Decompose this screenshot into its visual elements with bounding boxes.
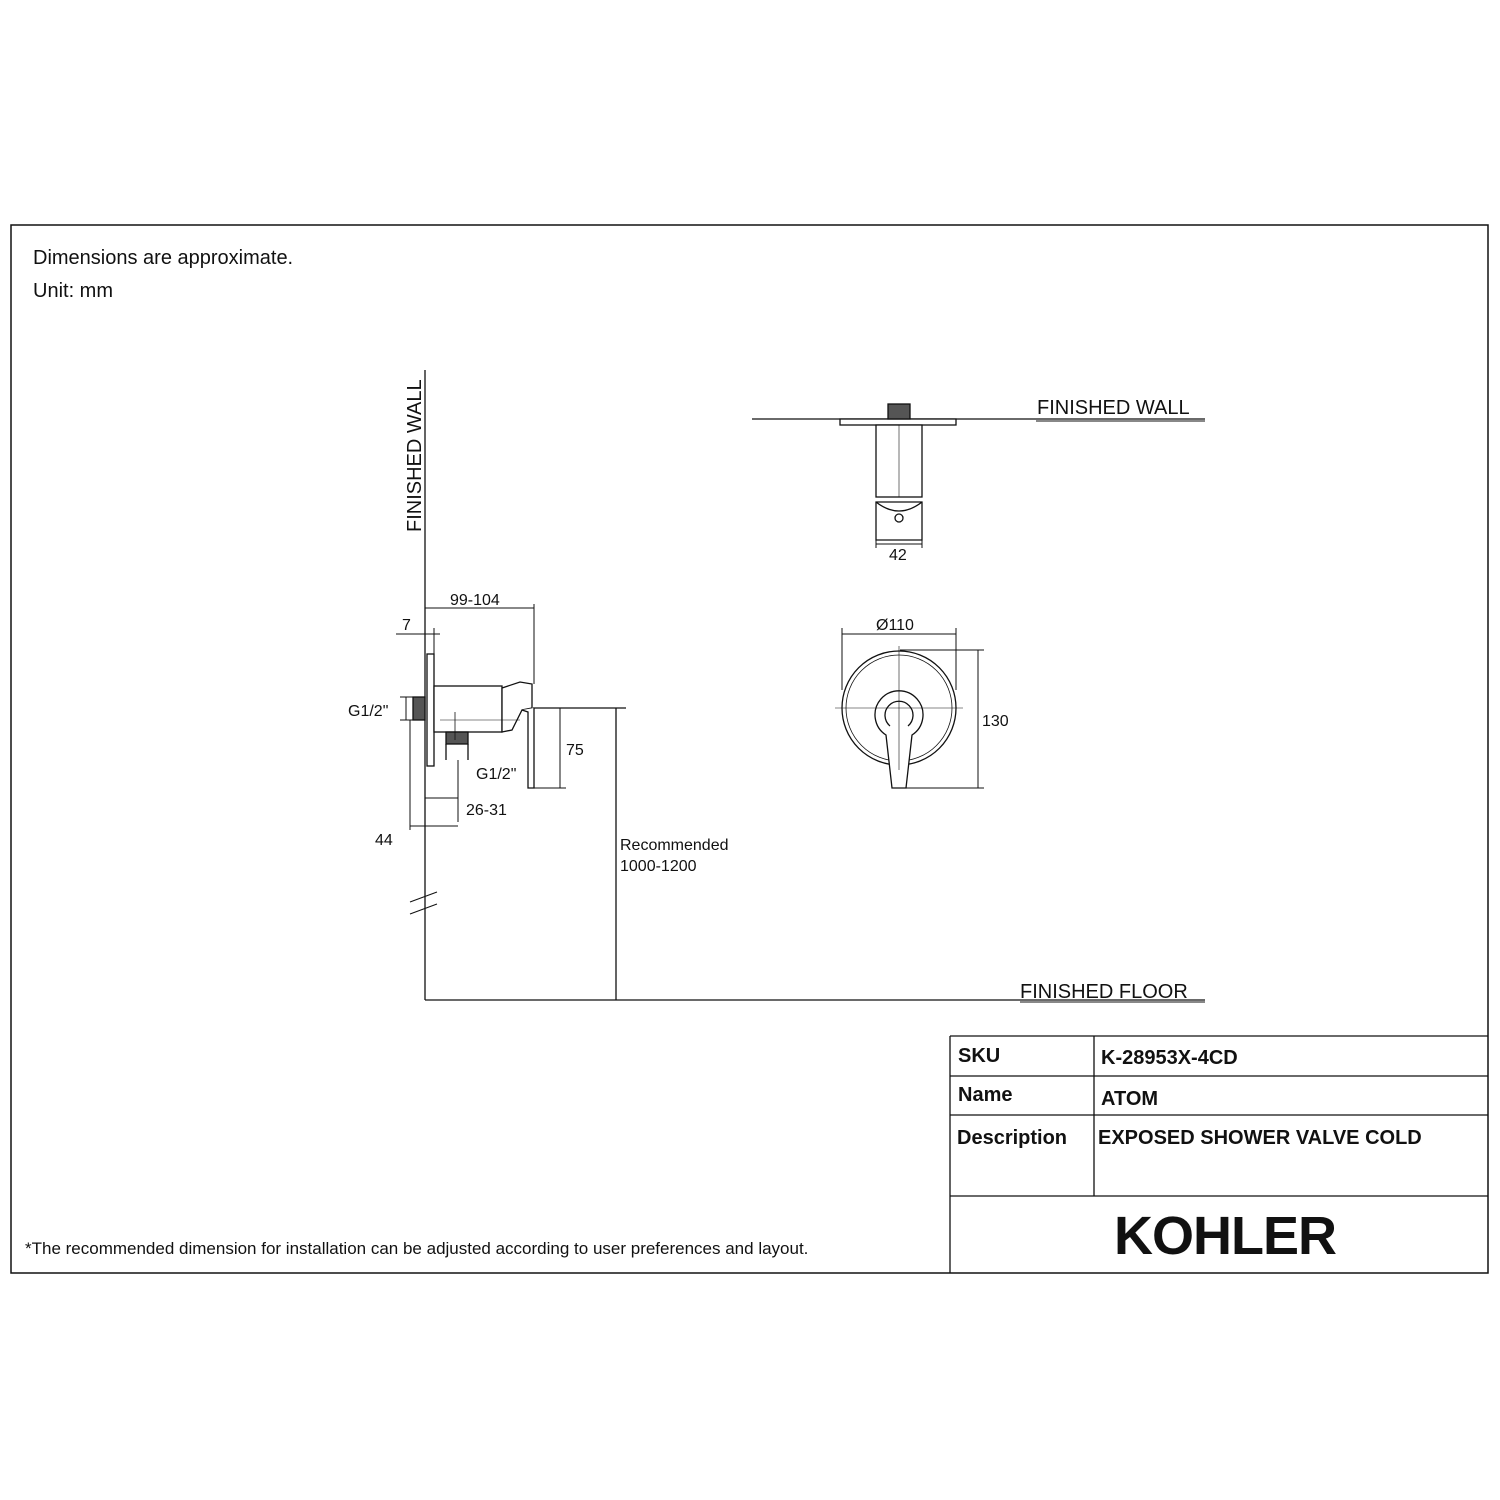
recommended-range: 1000-1200	[620, 858, 697, 875]
dim-99-104: 99-104	[450, 592, 500, 609]
note-approximate: Dimensions are approximate.	[33, 247, 293, 269]
dim-75: 75	[566, 742, 584, 759]
dim-42: 42	[889, 547, 907, 564]
kohler-logo: KOHLER	[1114, 1206, 1336, 1266]
front-view	[835, 628, 984, 789]
description-value: EXPOSED SHOWER VALVE COLD	[1098, 1127, 1422, 1149]
note-unit: Unit: mm	[33, 280, 113, 302]
note-footnote: *The recommended dimension for installat…	[25, 1239, 808, 1258]
name-value: ATOM	[1101, 1088, 1158, 1110]
dim-26-31: 26-31	[466, 802, 507, 819]
side-finished-wall-label: FINISHED WALL	[404, 379, 426, 532]
recommended-label: Recommended	[620, 837, 729, 854]
name-label: Name	[958, 1084, 1012, 1106]
dim-44: 44	[375, 832, 393, 849]
dim-diameter-110: Ø110	[876, 617, 914, 634]
sheet-border	[10, 224, 1489, 1274]
sku-label: SKU	[958, 1045, 1000, 1067]
sku-value: K-28953X-4CD	[1101, 1047, 1238, 1069]
dim-7: 7	[402, 617, 411, 634]
title-block	[949, 1035, 1488, 1273]
side-view	[396, 370, 1205, 1003]
top-view	[752, 403, 1205, 548]
dim-130: 130	[982, 713, 1009, 730]
top-finished-wall-label: FINISHED WALL	[1037, 397, 1190, 419]
finished-floor-label: FINISHED FLOOR	[1020, 981, 1188, 1003]
dim-g12-inlet: G1/2"	[348, 703, 388, 720]
description-label: Description	[957, 1127, 1067, 1149]
dim-g12-outlet: G1/2"	[476, 766, 516, 783]
